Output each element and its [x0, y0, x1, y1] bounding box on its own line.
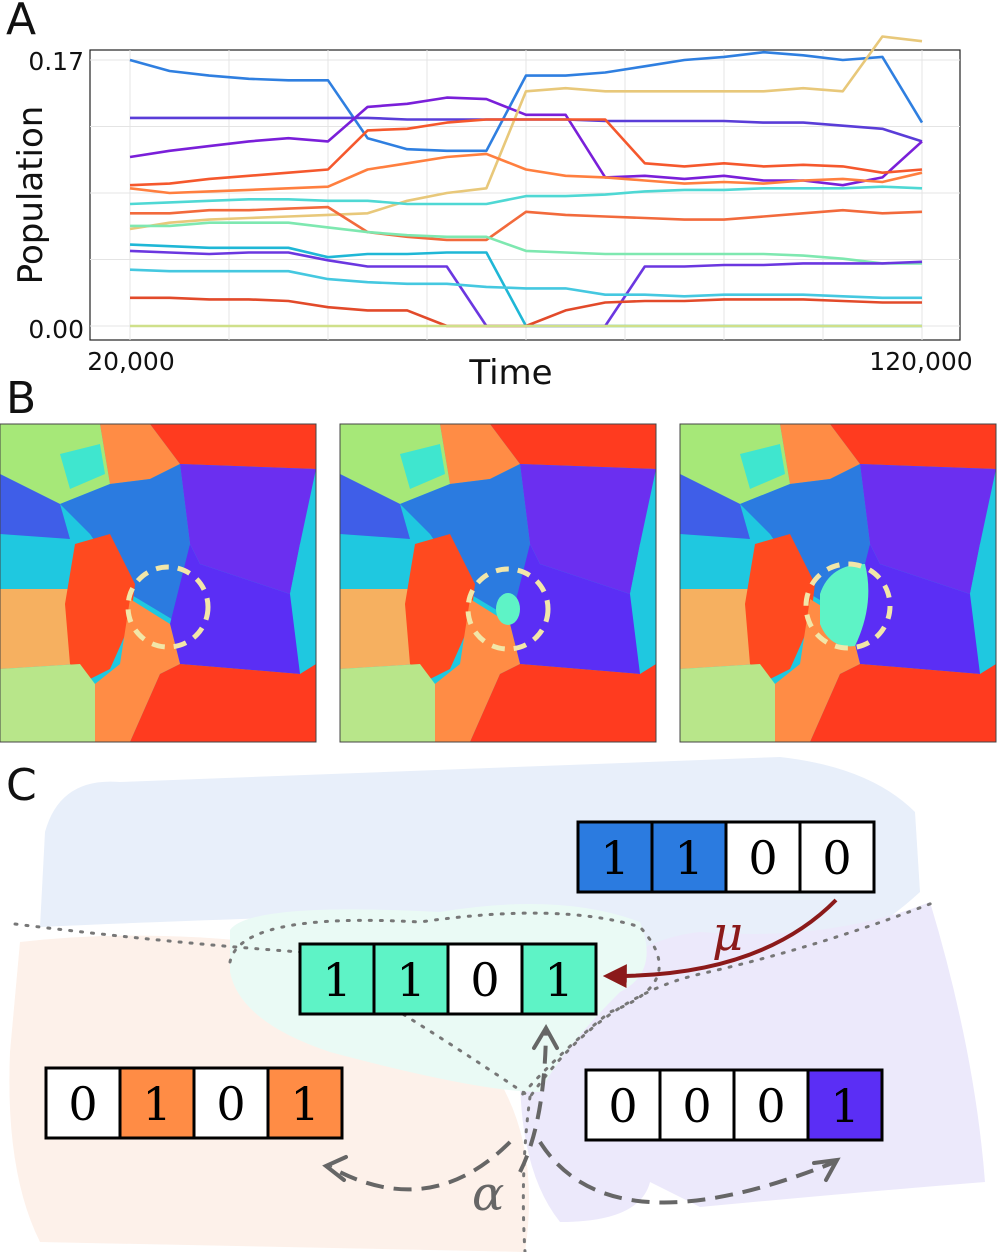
bit-value: 0 [682, 1079, 711, 1133]
bit-value: 1 [142, 1077, 171, 1131]
bit-cell [192, 1066, 270, 1140]
bit-cell [650, 820, 728, 894]
bit-value: 1 [600, 831, 629, 885]
y-axis-label: Population [11, 106, 51, 285]
boundary-bottom [521, 1095, 532, 1252]
snapshot-maps [0, 423, 997, 743]
bit-cell [732, 1068, 810, 1142]
plot-frame [89, 49, 961, 341]
panel-label-c: C [6, 760, 37, 811]
bit-value: 0 [748, 831, 777, 885]
bit-cell [806, 1068, 884, 1142]
highlight-circle [125, 564, 211, 650]
alpha-arrow-right [538, 1140, 836, 1205]
snapshot-1 [0, 423, 317, 743]
bit-value: 1 [322, 953, 351, 1007]
x-tick-max: 120,000 [869, 347, 972, 376]
bit-value: 0 [756, 1079, 785, 1133]
bit-value: 1 [830, 1079, 859, 1133]
series-line-4 [129, 35, 923, 231]
alpha-arrow-up [518, 1029, 548, 1173]
bit-value: 1 [396, 953, 425, 1007]
series-line-12 [129, 268, 922, 300]
highlight-circle [803, 561, 893, 651]
snapshot-2 [339, 423, 657, 743]
series-line-1 [129, 50, 924, 153]
y-tick-min: 0.00 [28, 315, 84, 344]
bit-cell [266, 1066, 344, 1140]
genotype-diagram: μ α 1 1 0 0 1 1 0 1 0 1 0 1 0 [9, 757, 985, 1252]
bit-value: 0 [822, 831, 851, 885]
bit-cell [520, 942, 598, 1016]
snapshot-3 [679, 423, 997, 743]
bit-cell [658, 1068, 736, 1142]
bit-value: 1 [290, 1077, 319, 1131]
highlight-circle [465, 566, 551, 652]
series-line-9 [130, 221, 922, 265]
genotype-top: 1 1 0 0 [576, 820, 876, 894]
alpha-symbol: α [472, 1166, 504, 1222]
x-axis-label: Time [468, 353, 552, 393]
panel-label-b: B [6, 373, 37, 424]
bit-cell [298, 942, 376, 1016]
series-line-6 [129, 152, 923, 195]
series-line-8 [130, 205, 923, 242]
genotype-middle: 1 1 0 1 [298, 942, 598, 1016]
panel-label-a: A [6, 0, 37, 45]
mu-arrow [602, 898, 838, 989]
series-group [129, 35, 924, 328]
series-line-7 [129, 185, 923, 206]
bit-cell [372, 942, 450, 1016]
genotype-right: 0 0 0 1 [584, 1068, 884, 1142]
bit-value: 0 [216, 1077, 245, 1131]
bit-value: 1 [544, 953, 573, 1007]
mu-symbol: μ [712, 906, 743, 962]
region-blue [40, 757, 920, 979]
series-line-5 [129, 118, 923, 187]
region-purple [520, 902, 985, 1222]
genotype-left: 0 1 0 1 [44, 1066, 344, 1140]
x-tick-min: 20,000 [87, 347, 174, 376]
population-chart: Population Time 0.00 0.17 20,000 120,000 [11, 35, 973, 393]
bit-cell [798, 820, 876, 894]
bit-cell [576, 820, 654, 894]
bit-value: 1 [674, 831, 703, 885]
alpha-arrow-left [329, 1140, 512, 1192]
y-tick-max: 0.17 [28, 47, 84, 76]
bit-value: 0 [470, 953, 499, 1007]
bit-value: 0 [608, 1079, 637, 1133]
bit-value: 0 [68, 1077, 97, 1131]
